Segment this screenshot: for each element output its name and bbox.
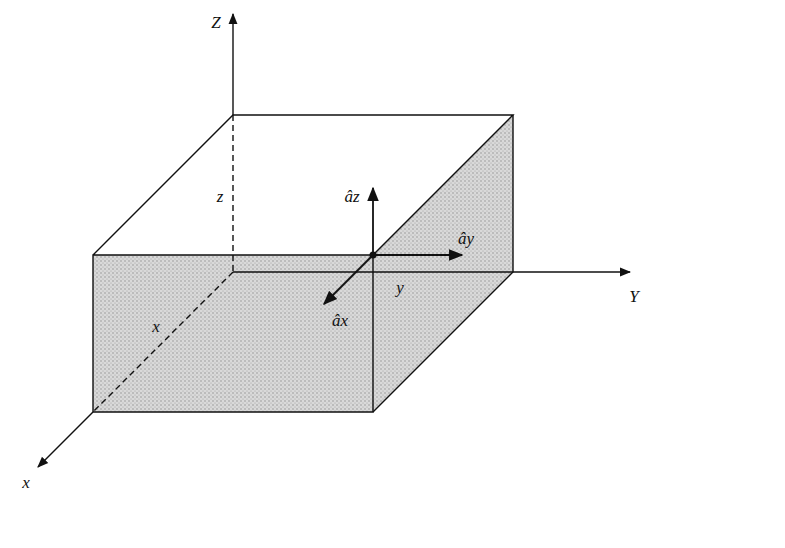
- dimension-label: z: [217, 188, 224, 205]
- box-edge: [373, 115, 513, 412]
- y-axis: [513, 271, 630, 272]
- y-dimension: [233, 271, 513, 272]
- axis-label: Z: [211, 14, 220, 31]
- dimension-label: x: [152, 318, 160, 335]
- x-dimension: [93, 272, 233, 412]
- point-p: [370, 252, 377, 259]
- axis-label: Y: [629, 288, 638, 305]
- x-axis: [38, 412, 93, 467]
- unit-vector-label: ây: [458, 230, 474, 247]
- unit-vector-y: [373, 254, 462, 256]
- unit-vector-label: âz: [344, 188, 359, 205]
- dimension-label: y: [396, 279, 404, 296]
- side-face: [373, 115, 513, 412]
- unit-vector-z: [372, 188, 374, 255]
- axis-label: x: [22, 474, 30, 491]
- z-dimension: [232, 115, 233, 272]
- box-edge: [93, 115, 513, 412]
- z-axis: [232, 14, 233, 115]
- unit-vector-label: âx: [332, 312, 348, 329]
- front-face: [93, 255, 373, 412]
- unit-vector-x: [324, 255, 373, 304]
